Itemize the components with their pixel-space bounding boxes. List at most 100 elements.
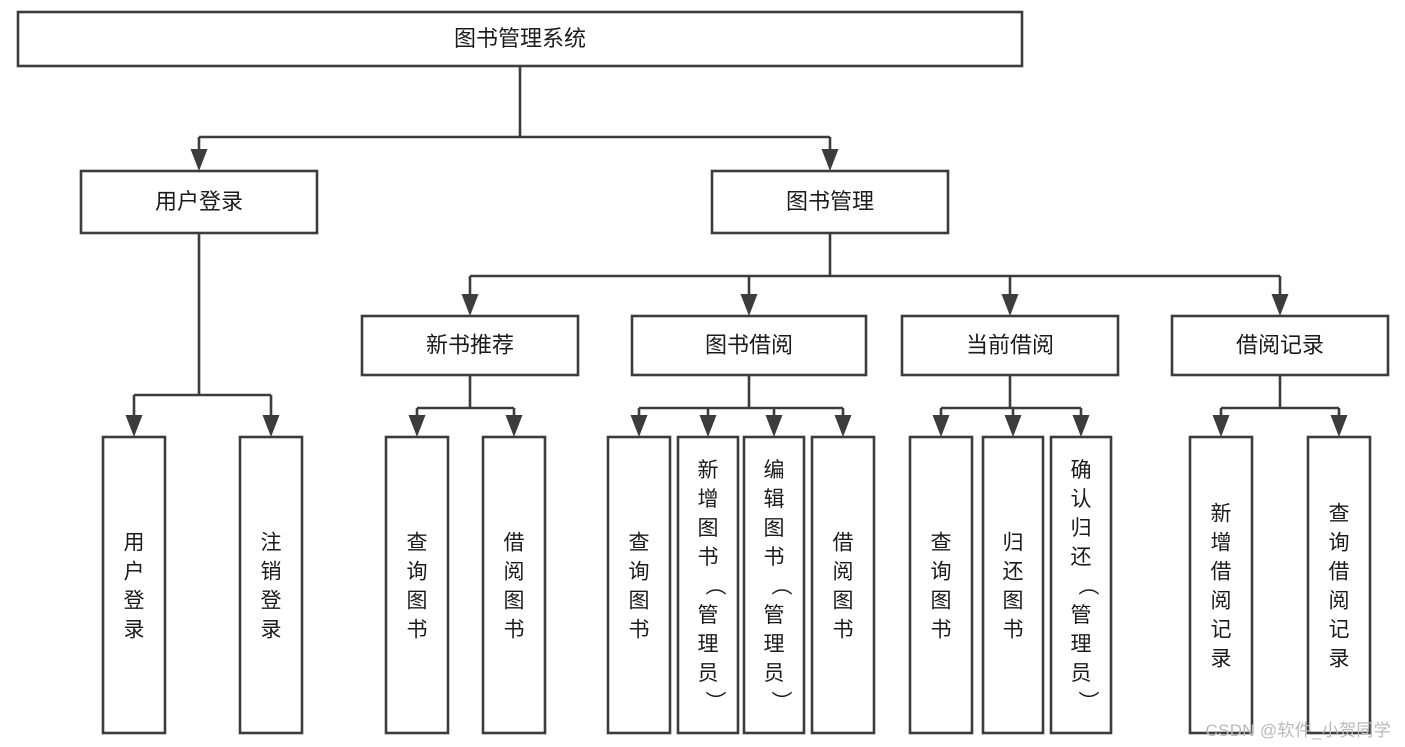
svg-text:书: 书 [833, 619, 854, 642]
connector-group [461, 233, 1289, 316]
svg-text:查: 查 [629, 532, 650, 555]
connector-group [630, 375, 852, 437]
svg-text:还: 还 [1071, 546, 1092, 569]
svg-text:图: 图 [1003, 590, 1024, 613]
arrow-head-icon [262, 415, 280, 437]
svg-text:询: 询 [407, 561, 428, 584]
svg-text:询: 询 [931, 561, 952, 584]
svg-text:确: 确 [1071, 459, 1092, 482]
node-box[interactable] [1188, 435, 1254, 735]
connector-group [932, 375, 1090, 437]
connector-group [190, 66, 839, 171]
arrow-head-icon [821, 149, 839, 171]
svg-text:增: 增 [698, 488, 719, 511]
tree-node-leaf1[interactable]: 用户登录 [101, 435, 167, 735]
svg-text:增: 增 [1211, 532, 1232, 555]
node-label: 新书推荐 [426, 332, 514, 357]
svg-text:图: 图 [504, 590, 525, 613]
svg-text:注: 注 [261, 532, 282, 555]
svg-text:辑: 辑 [764, 488, 785, 511]
tree-node-bookmgmt[interactable]: 图书管理 [710, 169, 950, 235]
tree-node-borrow[interactable]: 图书借阅 [630, 314, 868, 377]
node-box[interactable] [676, 435, 740, 735]
node-box[interactable] [908, 435, 974, 735]
node-box[interactable] [981, 435, 1045, 735]
node-box[interactable] [360, 314, 580, 377]
node-box[interactable] [710, 169, 950, 235]
svg-text:录: 录 [124, 619, 145, 642]
arrow-head-icon [834, 415, 852, 437]
svg-text:记: 记 [1211, 619, 1232, 642]
svg-text:书: 书 [504, 619, 525, 642]
node-box[interactable] [742, 435, 806, 735]
arrow-head-icon [699, 415, 717, 437]
node-box[interactable] [1049, 435, 1113, 735]
tree-node-record[interactable]: 借阅记录 [1170, 314, 1390, 377]
svg-text:询: 询 [629, 561, 650, 584]
node-box[interactable] [101, 435, 167, 735]
arrow-head-icon [505, 415, 523, 437]
node-box[interactable] [630, 314, 868, 377]
node-box[interactable] [238, 435, 304, 735]
svg-text:录: 录 [1329, 648, 1350, 671]
arrow-head-icon [1004, 415, 1022, 437]
svg-text:新: 新 [1211, 503, 1232, 526]
svg-text:书: 书 [1003, 619, 1024, 642]
node-box[interactable] [16, 10, 1024, 68]
node-label: 图书借阅 [705, 332, 793, 357]
svg-text:新: 新 [698, 459, 719, 482]
tree-node-login[interactable]: 用户登录 [79, 169, 319, 235]
svg-text:登: 登 [124, 590, 145, 613]
svg-text:书: 书 [764, 546, 785, 569]
svg-text:阅: 阅 [833, 561, 854, 584]
node-label: 图书管理系统 [454, 26, 586, 51]
svg-text:图: 图 [698, 517, 719, 540]
node-box[interactable] [606, 435, 672, 735]
svg-text:理: 理 [764, 633, 785, 656]
svg-text:借: 借 [1329, 561, 1350, 584]
node-box[interactable] [79, 169, 319, 235]
tree-node-current[interactable]: 当前借阅 [900, 314, 1120, 377]
svg-text:理: 理 [1071, 633, 1092, 656]
connector-group [408, 375, 523, 437]
tree-node-root[interactable]: 图书管理系统 [16, 10, 1024, 68]
node-box[interactable] [810, 435, 876, 735]
node-box[interactable] [481, 435, 547, 735]
svg-text:借: 借 [1211, 561, 1232, 584]
svg-text:记: 记 [1329, 619, 1350, 642]
svg-text:图: 图 [764, 517, 785, 540]
node-label: 用户登录 [155, 189, 243, 214]
svg-text:员: 员 [698, 662, 719, 685]
node-box[interactable] [1306, 435, 1372, 735]
svg-text:图: 图 [833, 590, 854, 613]
node-box[interactable] [1170, 314, 1390, 377]
svg-text:员: 员 [1071, 662, 1092, 685]
svg-text:书: 书 [698, 546, 719, 569]
node-box[interactable] [384, 435, 450, 735]
svg-text:还: 还 [1003, 561, 1024, 584]
svg-text:）: ） [1076, 691, 1099, 712]
node-label: 用户登录 [124, 532, 145, 642]
tree-node-newbook[interactable]: 新书推荐 [360, 314, 580, 377]
svg-text:编: 编 [764, 459, 785, 482]
arrow-head-icon [1330, 415, 1348, 437]
node-box[interactable] [900, 314, 1120, 377]
arrow-head-icon [740, 294, 758, 316]
